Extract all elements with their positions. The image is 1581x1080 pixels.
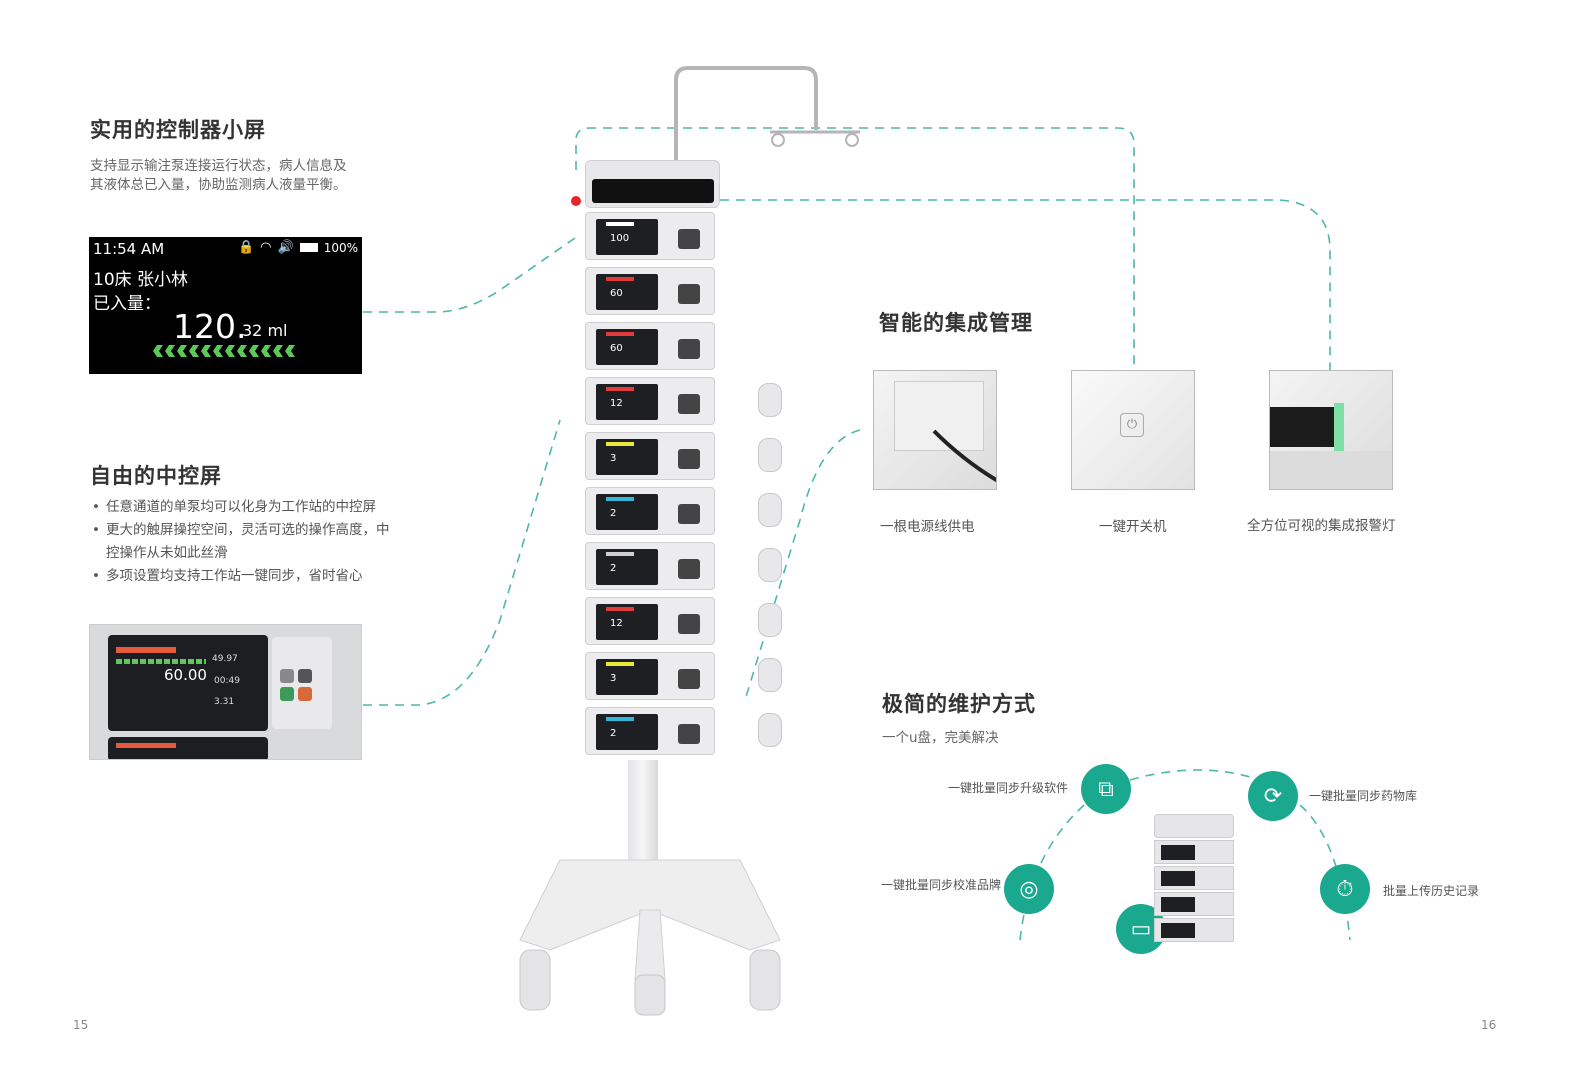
status-bar: 🔒 ◠ 🔊 100% <box>238 240 358 255</box>
pump-rate-readout: 100 <box>610 233 630 244</box>
pump-rate: 60.00 <box>164 666 207 684</box>
history-upload-icon: ⏱ <box>1320 864 1370 914</box>
battery-level: 100% <box>323 240 358 255</box>
clock: 11:54 AM <box>93 240 165 258</box>
desc-line: 支持显示输注泵连接运行状态，病人信息及 <box>90 158 347 174</box>
bullet-item: 多项设置均支持工作站一键同步，省时省心 <box>90 565 430 588</box>
feature-caption: 全方位可视的集成报警灯 <box>1247 518 1396 534</box>
pump-rate-readout: 12 <box>610 398 623 409</box>
pole-clamp-knob <box>758 548 782 582</box>
section-desc-controller: 支持显示输注泵连接运行状态，病人信息及 其液体总已入量，协助监测病人液量平衡。 <box>90 157 390 195</box>
volume-integer: 120. <box>173 307 247 346</box>
label-drug-library: 一键批量同步药物库 <box>1309 789 1418 803</box>
iv-pole <box>674 66 860 170</box>
pole-clamp-knob <box>758 713 782 747</box>
infusion-pump: 2 <box>585 542 715 590</box>
pump-rate-readout: 60 <box>610 343 623 354</box>
lock-icon: 🔒 <box>237 240 255 255</box>
feature-caption: 一根电源线供电 <box>880 519 975 535</box>
bed-patient: 10床 张小林 <box>93 270 189 290</box>
pump-rate-readout: 2 <box>610 508 617 519</box>
speaker-icon: 🔊 <box>277 240 294 255</box>
bullet-text-cont: 控操作从未如此丝滑 <box>106 545 228 561</box>
page-number-left: 15 <box>73 1018 89 1032</box>
upgrade-software-icon: ⧉ <box>1081 764 1131 814</box>
pump-rate-readout: 3 <box>610 673 617 684</box>
pole-clamp-knob <box>758 438 782 472</box>
pump-value-1: 49.97 <box>212 654 238 664</box>
section-title-controller: 实用的控制器小屏 <box>90 118 266 142</box>
infusion-pump: 12 <box>585 597 715 645</box>
photo-power-cable <box>873 370 997 490</box>
bullet-item: 更大的触屏操控空间，灵活可选的操作高度，中 控操作从未如此丝滑 <box>90 519 430 565</box>
infusion-pump: 60 <box>585 322 715 370</box>
section-title-maintenance: 极简的维护方式 <box>882 692 1036 716</box>
section-title-central: 自由的中控屏 <box>90 464 222 488</box>
controller-unit <box>585 160 720 208</box>
infusion-pump: 3 <box>585 652 715 700</box>
infusion-pump: 100 <box>585 212 715 260</box>
pump-screen-image: 60.00 49.97 00:49 3.31 <box>89 624 362 760</box>
pump-rate-readout: 2 <box>610 728 617 739</box>
pump-value-3: 3.31 <box>214 697 235 707</box>
alarm-light <box>571 196 581 206</box>
infusion-pump: 60 <box>585 267 715 315</box>
desc-line: 其液体总已入量，协助监测病人液量平衡。 <box>90 177 347 193</box>
pump-rate-readout: 60 <box>610 288 623 299</box>
label-upgrade: 一键批量同步升级软件 <box>948 781 1069 795</box>
label-calibrate: 一键批量同步校准品牌 <box>881 878 1002 892</box>
pole-clamp-knob <box>758 658 782 692</box>
infusion-pump: 3 <box>585 432 715 480</box>
volume-decimal: 32 ml <box>242 321 288 340</box>
pole-clamp-knob <box>758 603 782 637</box>
photo-alarm-light <box>1269 370 1393 490</box>
bullet-text: 更大的触屏操控空间，灵活可选的操作高度，中 <box>106 522 390 538</box>
battery-icon <box>299 243 318 252</box>
wifi-icon: ◠ <box>260 240 272 255</box>
power-icon: ⏻ <box>1120 413 1144 437</box>
feature-bullets: 任意通道的单泵均可以化身为工作站的中控屏 更大的触屏操控空间，灵活可选的操作高度… <box>90 496 430 588</box>
pump-rate-readout: 2 <box>610 563 617 574</box>
feature-caption: 一键开关机 <box>1099 519 1167 535</box>
intake-label: 已入量： <box>93 294 161 314</box>
pump-rate-readout: 12 <box>610 618 623 629</box>
progress-chevrons <box>153 345 295 357</box>
infusion-pump: 12 <box>585 377 715 425</box>
page-number-right: 16 <box>1481 1018 1497 1032</box>
stand-pole <box>628 760 658 860</box>
section-title-management: 智能的集成管理 <box>879 311 1033 335</box>
photo-power-button: ⏻ <box>1071 370 1195 490</box>
pump-value-2: 00:49 <box>214 676 240 686</box>
pump-rate-readout: 3 <box>610 453 617 464</box>
label-history: 批量上传历史记录 <box>1383 884 1480 898</box>
pole-clamp-knob <box>758 493 782 527</box>
pole-clamp-knob <box>758 383 782 417</box>
stand-base <box>519 859 781 1016</box>
bullet-item: 任意通道的单泵均可以化身为工作站的中控屏 <box>90 496 430 519</box>
infusion-pump: 2 <box>585 487 715 535</box>
section-subtitle-maintenance: 一个u盘，完美解决 <box>882 730 999 746</box>
mini-workstation-image <box>1150 814 1245 946</box>
calibrate-icon: ◎ <box>1004 864 1054 914</box>
drug-library-sync-icon: ⟳ <box>1248 771 1298 821</box>
infusion-pump: 2 <box>585 707 715 755</box>
controller-screen: 11:54 AM 🔒 ◠ 🔊 100% 10床 张小林 已入量： 120. 32… <box>89 237 362 374</box>
